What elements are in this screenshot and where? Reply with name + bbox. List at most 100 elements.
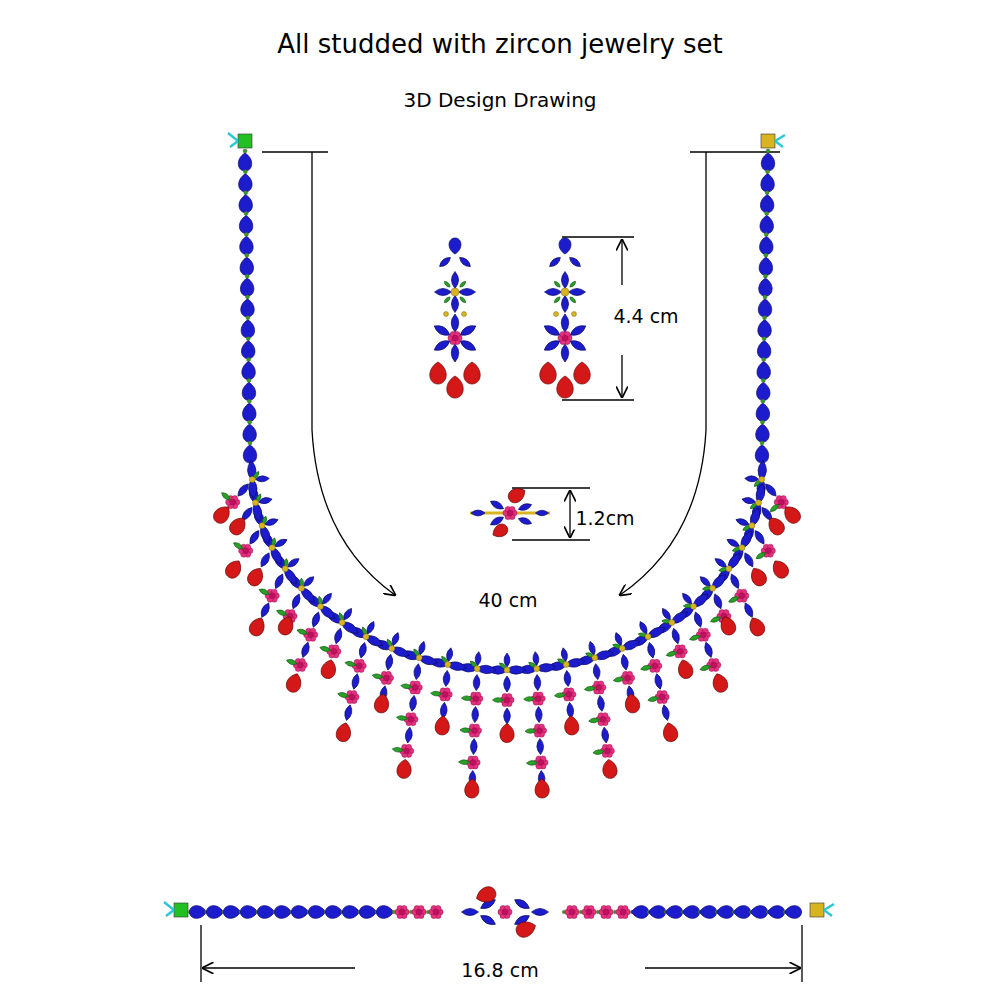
pear-stone (243, 424, 256, 442)
pear-stone (757, 341, 770, 359)
marquise-stone (460, 728, 471, 733)
pear-stone (319, 658, 338, 680)
pear-stone (700, 906, 717, 919)
pear-stone (241, 299, 254, 317)
marquise-stone (319, 645, 331, 652)
metal-bead (244, 212, 248, 216)
marquise-stone (513, 897, 531, 912)
marquise-stone (430, 691, 441, 697)
marquise-stone (451, 314, 459, 332)
marquise-stone (561, 296, 568, 313)
clasp (761, 134, 775, 148)
marquise-stone (709, 572, 729, 592)
pear-stone (240, 257, 253, 275)
dimension-lines (201, 152, 802, 982)
marquise-stone (568, 255, 583, 269)
metal-bead (764, 232, 768, 236)
pear-stone (435, 715, 451, 735)
marquise-stone (645, 624, 667, 641)
pear-stone (506, 485, 528, 506)
marquise-stone (459, 296, 467, 304)
marquise-stone (561, 344, 569, 362)
pear-stone (757, 362, 770, 380)
marquise-stone (728, 595, 740, 604)
metal-bead (763, 274, 767, 278)
pear-stone (632, 906, 649, 919)
marquise-stone (345, 660, 357, 667)
pear-stone (258, 906, 275, 919)
pear-stone (557, 376, 573, 398)
marquise-stone (569, 280, 577, 288)
pear-stone (661, 721, 679, 743)
metal-bead (739, 545, 745, 551)
pink-stone (625, 675, 631, 681)
marquise-stone (451, 296, 458, 313)
marquise-stone (273, 573, 286, 590)
marquise-stone (389, 644, 411, 659)
marquise-stone (343, 704, 353, 721)
marquise-stone (669, 609, 690, 627)
pear-stone (243, 445, 256, 463)
clasp (238, 134, 252, 148)
marquise-stone (584, 686, 596, 692)
subtitle: 3D Design Drawing (400, 88, 599, 112)
marquise-stone (517, 516, 532, 526)
marquise-stone (613, 676, 625, 683)
dimension-line (801, 925, 802, 982)
pink-stone (452, 335, 458, 341)
pear-stone (292, 906, 309, 919)
marquise-stone (451, 272, 458, 289)
metal-bead (761, 378, 765, 382)
clasp (810, 903, 824, 917)
pear-stone (761, 174, 774, 192)
marquise-stone (258, 551, 272, 568)
metal-bead (451, 288, 459, 296)
pink-stone (765, 548, 771, 554)
clasp-wire (824, 904, 834, 916)
marquise-stone (640, 664, 652, 671)
marquise-stone (372, 673, 384, 680)
dimension-line (262, 151, 328, 152)
marquise-stone (220, 491, 231, 502)
marquise-stone (300, 641, 312, 658)
pear-stone (760, 236, 773, 254)
marquise-stone (462, 908, 479, 915)
marquise-stone (471, 510, 485, 516)
metal-bead (563, 662, 569, 668)
pear-stone (760, 216, 773, 234)
marquise-stone (451, 344, 459, 362)
marquise-stone (597, 695, 606, 712)
marquise-stone (646, 642, 656, 659)
marquise-stone (258, 587, 270, 596)
pear-stone (239, 195, 252, 213)
pink-stone (331, 648, 337, 654)
title: All studded with zircon jewelry set (274, 29, 726, 60)
pear-stone (223, 557, 245, 581)
pear-stone (275, 906, 292, 919)
pear-stone (326, 906, 343, 919)
marquise-stone (710, 615, 722, 623)
marquise-stone (276, 608, 288, 616)
dimension-label: 4.4 cm (610, 305, 681, 328)
metal-bead (726, 566, 732, 572)
metal-bead (749, 523, 755, 529)
marquise-stone (534, 674, 541, 690)
metal-bead (760, 441, 764, 445)
pear-stone (464, 362, 480, 384)
pink-stone (472, 728, 478, 734)
pear-stone (242, 382, 255, 400)
metal-bead (760, 420, 764, 424)
marquise-stone (443, 296, 451, 304)
pear-stone (207, 906, 224, 919)
metal-bead (765, 191, 769, 195)
marquise-stone (620, 654, 629, 671)
pear-stone (759, 278, 772, 296)
pear-stone (540, 362, 556, 384)
dimension-arrow (312, 152, 395, 595)
marquise-stone (666, 650, 678, 657)
metal-bead (592, 655, 598, 661)
pink-stone (535, 696, 541, 702)
marquise-stone (763, 482, 779, 499)
pink-stone (442, 691, 448, 697)
pear-stone (751, 906, 768, 919)
